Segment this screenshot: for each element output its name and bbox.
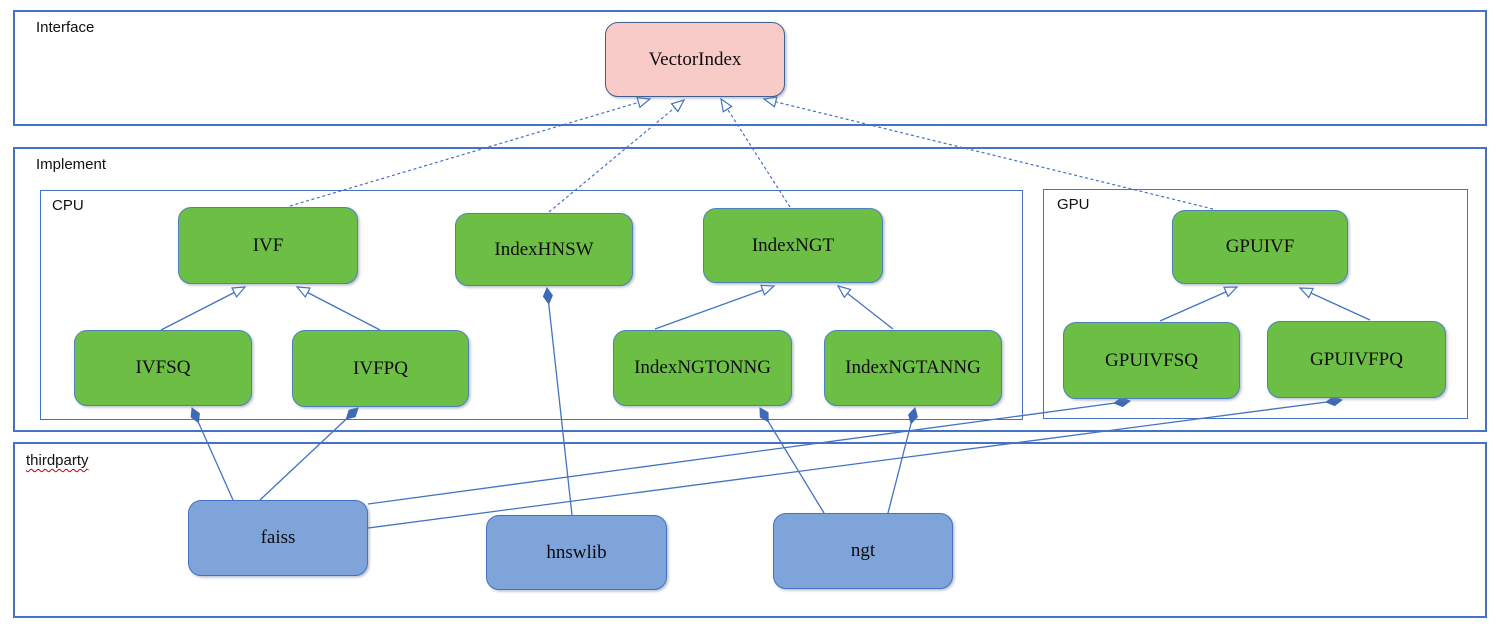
node-ivfpq: IVFPQ [292, 330, 469, 407]
node-indexhnsw: IndexHNSW [455, 213, 633, 286]
node-hnswlib: hnswlib [486, 515, 667, 590]
node-label: GPUIVFSQ [1105, 349, 1198, 371]
node-label: IndexHNSW [494, 238, 594, 260]
node-label: GPUIVF [1225, 236, 1295, 257]
node-vectorindex: VectorIndex [605, 22, 785, 97]
node-ivf: IVF [178, 207, 358, 284]
edge-inheritance-indexngtonng-to-indexngt [654, 284, 776, 330]
container-interface: Interface [13, 10, 1487, 126]
container-cpu: CPU [40, 190, 1023, 420]
edge-inheritance-gpuivfsq-to-gpuivf [1159, 286, 1239, 322]
node-gpuivfpq: GPUIVFPQ [1267, 321, 1446, 398]
container-thirdparty-label: thirdparty [26, 452, 89, 469]
container-gpu: GPU [1043, 189, 1468, 419]
container-implement-label: Implement [36, 156, 107, 173]
node-label: faiss [260, 527, 296, 548]
node-ngt: ngt [773, 513, 953, 589]
container-interface-label: Interface [36, 19, 95, 36]
edge-realization-indexhnsw-to-vectorindex [548, 99, 686, 213]
node-indexngtanng: IndexNGTANNG [824, 330, 1002, 406]
node-label: IVFPQ [353, 357, 408, 379]
edge-realization-indexngt-to-vectorindex [720, 97, 791, 208]
edge-realization-gpuivf-to-vectorindex [762, 96, 1214, 210]
node-label: IVFSQ [135, 357, 191, 378]
node-label: VectorIndex [648, 48, 742, 70]
node-gpuivf: GPUIVF [1172, 210, 1348, 284]
node-label: IVF [252, 234, 284, 256]
edge-inheritance-gpuivfpq-to-gpuivf [1298, 287, 1371, 321]
node-indexngt: IndexNGT [703, 208, 883, 283]
node-gpuivfsq: GPUIVFSQ [1063, 322, 1240, 399]
container-gpu-label: GPU [1057, 196, 1090, 213]
node-indexngtonng: IndexNGTONNG [613, 330, 792, 406]
edge-inheritance-indexngtanng-to-indexngt [836, 285, 894, 330]
container-implement: Implement [13, 147, 1487, 432]
edge-composition-ivfsq-to-faiss [190, 407, 234, 501]
edge-inheritance-ivfpq-to-ivf [295, 286, 381, 331]
edge-composition-gpuivfsq-to-faiss [367, 397, 1132, 505]
edge-composition-ivfpq-to-faiss [259, 407, 359, 501]
edge-composition-gpuivfpq-to-faiss [367, 396, 1344, 529]
container-cpu-label: CPU [52, 197, 84, 214]
node-faiss: faiss [188, 500, 368, 576]
node-label: IndexNGTANNG [845, 357, 981, 378]
container-thirdparty: thirdparty [13, 442, 1487, 618]
edge-composition-indexngtanng-to-ngt [887, 407, 918, 514]
edge-composition-indexhnsw-to-hnswlib [542, 286, 573, 516]
edge-realization-ivf-to-vectorindex [289, 96, 652, 207]
node-label: ngt [850, 540, 876, 561]
node-ivfsq: IVFSQ [74, 330, 252, 406]
node-label: IndexNGTONNG [634, 357, 771, 378]
node-label: hnswlib [546, 541, 607, 563]
node-label: IndexNGT [751, 234, 835, 256]
edge-inheritance-ivfsq-to-ivf [160, 286, 247, 331]
edge-composition-indexngtonng-to-ngt [759, 407, 825, 514]
node-label: GPUIVFPQ [1310, 348, 1403, 370]
